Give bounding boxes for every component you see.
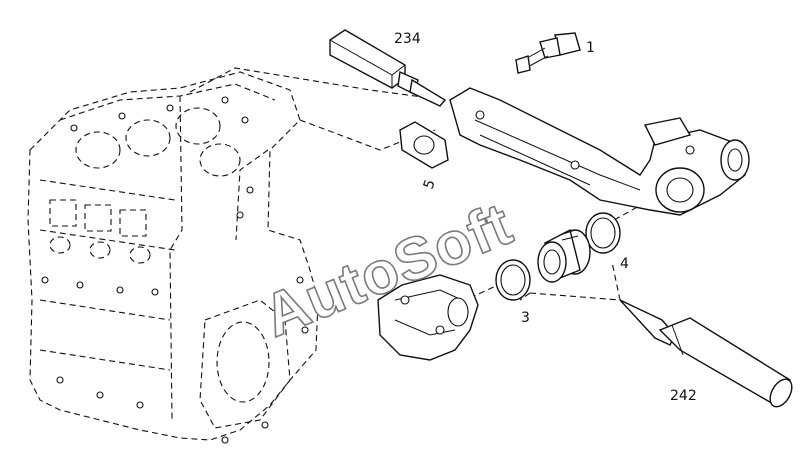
callout-234: 234 <box>394 31 421 47</box>
engine-block <box>27 71 319 444</box>
water-pipe-assembly <box>449 87 750 216</box>
callout-242: 242 <box>670 388 697 404</box>
callout-4: 4 <box>620 256 629 272</box>
callout-3: 3 <box>521 310 530 326</box>
o-ring-part-3 <box>495 259 531 301</box>
sealant-tube-242 <box>619 299 793 408</box>
callout-5: 5 <box>421 178 439 192</box>
pipe-connector <box>537 228 591 283</box>
o-ring-part-4 <box>585 212 621 254</box>
elbow-housing <box>377 274 479 361</box>
bolt-part-1 <box>515 32 581 74</box>
gasket-part-5 <box>399 121 449 169</box>
sealant-tube-234 <box>329 29 447 107</box>
callout-1: 1 <box>586 40 595 56</box>
